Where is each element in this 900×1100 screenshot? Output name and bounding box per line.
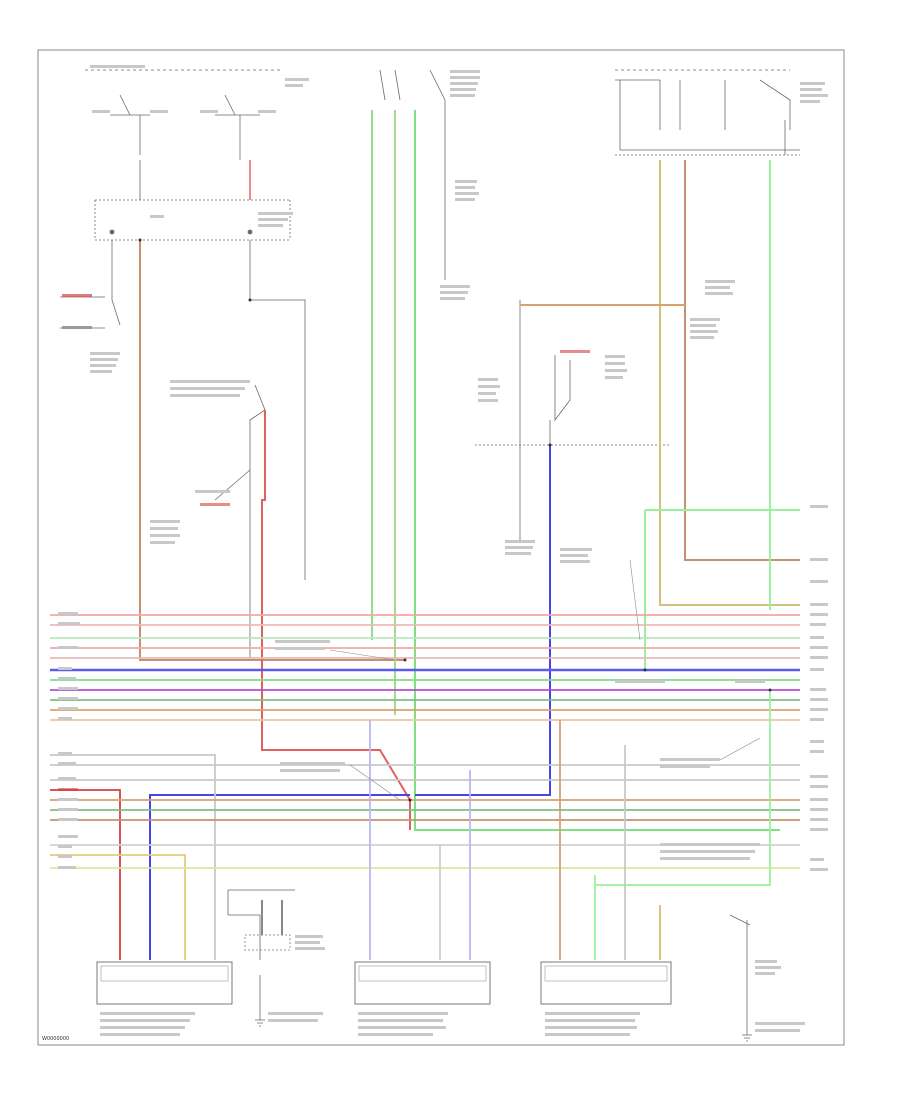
harness-upper xyxy=(50,614,800,721)
component-center xyxy=(354,961,491,1036)
wire-tan-right xyxy=(659,160,800,606)
wire-lgreen-loop xyxy=(644,509,800,670)
splice-dot-icon xyxy=(138,238,772,802)
center-relay xyxy=(475,300,670,563)
left-terminal-labels xyxy=(58,612,80,869)
wire-blue-center xyxy=(415,445,551,796)
ground-icon xyxy=(255,914,752,1042)
wire-green-3 xyxy=(414,110,780,831)
vertical-wires xyxy=(139,110,800,960)
right-terminal-labels xyxy=(810,505,828,871)
wire-brown-left xyxy=(139,240,405,661)
top-middle-switches xyxy=(379,69,480,300)
component-right xyxy=(540,961,672,1036)
diagram-border xyxy=(37,49,845,1046)
wire-l-4 xyxy=(50,789,121,960)
wire-blue-left xyxy=(149,794,410,960)
relay-left xyxy=(150,240,306,660)
wire-l-1 xyxy=(50,754,216,960)
wire-red-mid xyxy=(261,410,411,830)
top-left-labels xyxy=(90,65,309,227)
ground-labels xyxy=(268,960,805,1032)
wire-l-18 xyxy=(595,690,771,886)
harness-lower xyxy=(50,690,800,960)
wire-brown-right xyxy=(684,160,800,561)
corner-code: W0000000 xyxy=(42,1036,69,1042)
component-left xyxy=(96,961,233,1036)
left-level-switch xyxy=(60,240,121,373)
wire-l-9 xyxy=(50,854,186,960)
harness-callouts xyxy=(275,559,765,860)
top-right-fuse-group xyxy=(615,69,828,339)
connector-mid xyxy=(227,889,325,960)
